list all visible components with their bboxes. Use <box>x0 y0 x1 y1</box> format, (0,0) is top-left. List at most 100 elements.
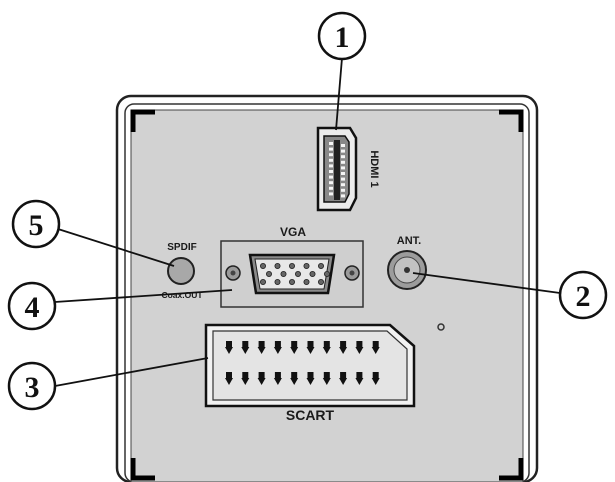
scart-pin-tip <box>257 378 266 385</box>
scart-pin-tip <box>306 347 315 354</box>
vga-pins <box>259 262 330 285</box>
hdmi-port <box>316 126 358 212</box>
hdmi-pin <box>329 153 333 157</box>
hdmi-pin <box>329 170 333 173</box>
vga-pin <box>303 278 310 285</box>
hdmi-pin <box>341 149 345 153</box>
corner-mark-top-right <box>499 109 524 132</box>
scart-pin-tip <box>306 378 315 385</box>
scart-pin-tip <box>355 378 364 385</box>
scart-pin <box>226 372 232 378</box>
vga-pin <box>303 262 310 269</box>
hdmi-pin <box>341 166 345 170</box>
hdmi-pin <box>329 164 333 168</box>
hdmi-pin <box>341 155 345 159</box>
antenna-socket <box>387 250 427 290</box>
spdif-label: SPDIF <box>167 242 196 253</box>
scart-pin <box>258 341 265 347</box>
hdmi-pin <box>341 194 345 198</box>
scart-pin-tip <box>355 347 364 354</box>
scart-pin-tip <box>225 378 233 385</box>
hdmi-pin <box>329 192 333 196</box>
vga-pin <box>288 278 295 285</box>
hdmi-pin <box>341 172 345 175</box>
scart-pin <box>291 341 298 347</box>
callout-2-number: 2 <box>576 280 591 313</box>
callout-4: 4 <box>7 281 57 331</box>
vga-pin <box>259 262 266 269</box>
hdmi-pin <box>329 175 333 179</box>
scart-pins <box>225 341 380 385</box>
scart-pin <box>356 372 363 378</box>
callout-line-3 <box>54 357 209 387</box>
corner-mark-bottom-right <box>499 458 524 481</box>
scart-pin <box>274 341 281 347</box>
vga-pin <box>265 270 272 277</box>
indicator-dot <box>437 323 445 331</box>
vga-pin <box>317 278 324 285</box>
scart-pin-tip <box>290 347 299 354</box>
scart-pin-tip <box>371 347 380 354</box>
callout-2: 2 <box>558 270 608 320</box>
vga-pin <box>323 270 330 277</box>
hdmi-pin <box>329 142 333 145</box>
vga-label: VGA <box>280 225 306 239</box>
scart-pin <box>372 341 379 347</box>
callout-3-number: 3 <box>25 371 40 404</box>
vga-pin <box>288 262 295 269</box>
scart-pin <box>258 372 265 378</box>
scart-pin-tip <box>273 347 282 354</box>
scart-pin-tip <box>290 378 299 385</box>
vga-pin <box>294 270 301 277</box>
scart-pin <box>307 341 314 347</box>
scart-pin-tip <box>371 378 380 385</box>
scart-pin <box>340 372 347 378</box>
callout-5: 5 <box>11 199 61 249</box>
hdmi-label: HDMI 1 <box>368 150 380 187</box>
hdmi-pin <box>329 147 333 151</box>
callout-1-number: 1 <box>335 21 350 54</box>
scart-pin-tip <box>273 378 282 385</box>
scart-pin <box>226 341 232 347</box>
scart-pin <box>242 341 249 347</box>
scart-pin <box>323 341 330 347</box>
spdif-socket <box>167 257 195 285</box>
corner-mark-bottom-left <box>130 458 155 481</box>
hdmi-pin <box>341 144 345 147</box>
hdmi-pin <box>341 188 345 192</box>
callout-line-1 <box>335 57 343 131</box>
scart-port <box>204 323 416 408</box>
hdmi-pin <box>329 181 333 185</box>
callout-line-5 <box>57 228 175 267</box>
hdmi-pin <box>341 183 345 187</box>
callout-1: 1 <box>317 11 367 61</box>
hdmi-pin <box>341 177 345 181</box>
scart-pin <box>274 372 281 378</box>
vga-pin <box>274 278 281 285</box>
scart-pin-tip <box>339 347 348 354</box>
scart-pin <box>323 372 330 378</box>
scart-pin-tip <box>225 347 233 354</box>
scart-pin <box>372 372 379 378</box>
vga-port <box>220 240 364 308</box>
scart-pin <box>356 341 363 347</box>
vga-pin <box>280 270 287 277</box>
scart-pin-tip <box>257 347 266 354</box>
vga-pin <box>274 262 281 269</box>
scart-pin <box>340 341 347 347</box>
callout-5-number: 5 <box>29 209 44 242</box>
scart-pin-tip <box>322 347 331 354</box>
antenna-label: ANT. <box>397 235 421 247</box>
hdmi-pin <box>341 160 345 164</box>
callout-4-number: 4 <box>25 291 40 324</box>
hdmi-pin <box>329 186 333 190</box>
spdif-sublabel: Coax.OUT <box>161 290 203 300</box>
corner-mark-top-left <box>130 109 155 132</box>
scart-pin-tip <box>241 378 250 385</box>
vga-pin <box>317 262 324 269</box>
scart-pin <box>307 372 314 378</box>
scart-label: SCART <box>286 407 335 423</box>
hdmi-pin <box>329 158 333 162</box>
scart-pin <box>291 372 298 378</box>
